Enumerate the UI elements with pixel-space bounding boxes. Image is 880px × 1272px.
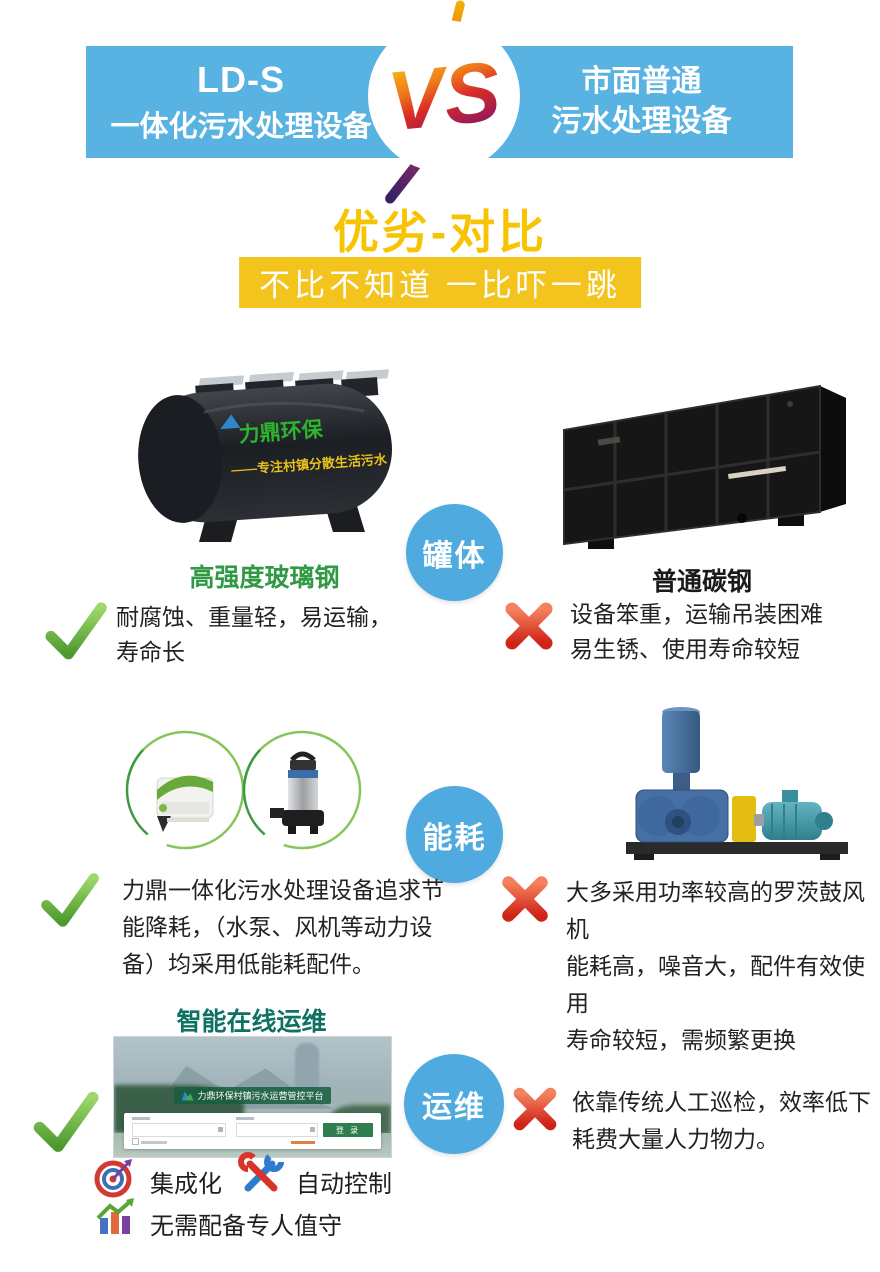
competitor-line1: 市面普通 xyxy=(581,65,702,98)
wrench-tools-icon xyxy=(238,1152,284,1192)
page-title: 优劣-对比 xyxy=(332,206,548,258)
feature-auto-control: 自动控制 xyxy=(296,1171,392,1198)
cross-icon xyxy=(497,594,561,658)
password-label-bar xyxy=(236,1117,254,1120)
product-name: 一体化污水处理设备 xyxy=(110,111,372,143)
energy-pros-text: 力鼎一体化污水处理设备追求节 能降耗，（水泵、风机等动力设 备）均采用低能耗配件… xyxy=(122,877,444,977)
platform-banner: 力鼎环保村镇污水运营管控平台 xyxy=(114,1087,391,1104)
carbon-steel-tank-photo xyxy=(528,352,876,557)
header-left-block: LD-S 一体化污水处理设备 xyxy=(86,46,396,158)
password-input[interactable] xyxy=(236,1123,318,1137)
air-pump-photo xyxy=(123,728,247,852)
slogan-banner: 不比不知道 一比吓一跳 xyxy=(239,257,641,308)
energy-section-badge: 能耗 xyxy=(406,786,503,883)
roots-blower-photo xyxy=(596,696,874,864)
fiberglass-tank-photo: 力鼎环保 ——专注村镇分散生活污水 xyxy=(112,348,417,558)
platform-screenshot: 力鼎环保村镇污水运营管控平台 登 录 xyxy=(113,1036,392,1158)
login-card: 登 录 xyxy=(124,1113,381,1149)
platform-logo-icon xyxy=(181,1091,194,1101)
forgot-password-link[interactable] xyxy=(291,1141,315,1144)
check-icon xyxy=(36,868,102,934)
competitor-line2: 污水处理设备 xyxy=(551,105,732,138)
header-right-block: 市面普通 污水处理设备 xyxy=(490,46,793,158)
fiberglass-caption: 高强度玻璃钢 xyxy=(189,564,340,592)
target-dart-icon xyxy=(94,1159,132,1198)
username-label-bar xyxy=(132,1117,150,1120)
login-button[interactable]: 登 录 xyxy=(323,1123,373,1137)
bar-chart-growth-icon xyxy=(96,1198,134,1234)
smart-ops-title: 智能在线运维 xyxy=(176,1008,327,1036)
tank-pros-text: 耐腐蚀、重量轻，易运输， 寿命长 xyxy=(116,604,392,665)
platform-title: 力鼎环保村镇污水运营管控平台 xyxy=(197,1091,324,1101)
check-icon xyxy=(40,597,110,667)
ops-section-badge: 运维 xyxy=(404,1054,504,1154)
ops-cons-text: 依靠传统人工巡检，效率低下 耗费大量人力物力。 xyxy=(572,1089,871,1152)
vs-text: VS xyxy=(383,42,505,149)
cross-icon xyxy=(506,1080,564,1138)
vs-badge: VS xyxy=(368,20,520,172)
feature-unattended: 无需配备专人值守 xyxy=(150,1213,342,1240)
tank-cons-text: 设备笨重，运输吊装困难 易生锈、使用寿命较短 xyxy=(570,601,823,662)
check-icon xyxy=(28,1086,102,1160)
product-code: LD-S xyxy=(197,59,285,100)
submersible-pump-photo xyxy=(240,728,364,852)
carbon-steel-caption: 普通碳钢 xyxy=(651,568,752,596)
cross-icon xyxy=(494,868,556,930)
energy-cons-text: 大多采用功率较高的罗茨鼓风机 能耗高，噪音大，配件有效使用 寿命较短，需频繁更换 xyxy=(566,879,865,1053)
username-input[interactable] xyxy=(132,1123,226,1137)
feature-integration: 集成化 xyxy=(150,1171,222,1198)
tank-section-badge: 罐体 xyxy=(406,504,503,601)
remember-checkbox[interactable] xyxy=(132,1138,139,1145)
